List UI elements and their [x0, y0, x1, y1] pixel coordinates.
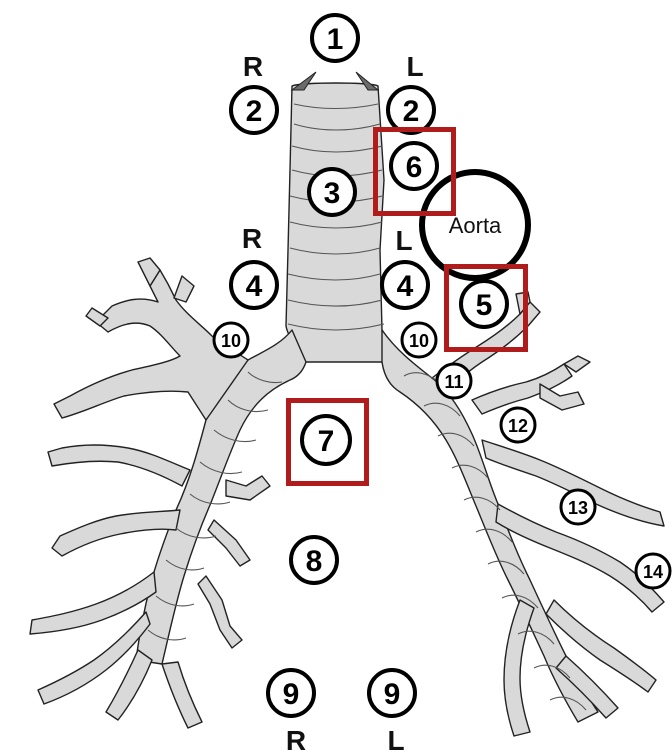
station-9r: 9: [268, 670, 314, 716]
station-14: 14: [636, 554, 670, 588]
station-10r-label: 10: [221, 331, 241, 351]
station-7-label: 7: [318, 425, 335, 458]
aorta-label: Aorta: [449, 213, 502, 238]
station-10l-label: 10: [409, 331, 429, 351]
station-12: 12: [501, 408, 535, 442]
station-8: 8: [291, 537, 337, 583]
station-2r: 2: [231, 87, 277, 133]
station-3-label: 3: [324, 177, 341, 210]
side-label-r-top: R: [243, 51, 263, 82]
station-4l: 4: [382, 262, 428, 308]
station-11-label: 11: [444, 372, 463, 392]
station-4l-label: 4: [397, 270, 414, 303]
station-6: 6: [391, 143, 437, 189]
station-9l: 9: [369, 670, 415, 716]
station-2l-label: 2: [403, 95, 420, 128]
station-9r-label: 9: [283, 678, 300, 711]
side-label-l-mid: L: [395, 225, 412, 256]
station-4r: 4: [231, 262, 277, 308]
station-4r-label: 4: [246, 270, 263, 303]
station-2l: 2: [388, 87, 434, 133]
station-5-label: 5: [476, 289, 493, 322]
station-6-label: 6: [406, 151, 423, 184]
station-2r-label: 2: [246, 95, 263, 128]
station-1-label: 1: [327, 23, 344, 56]
station-13: 13: [561, 490, 595, 524]
side-label-r-bottom: R: [286, 725, 306, 752]
station-3: 3: [309, 169, 355, 215]
station-9l-label: 9: [384, 678, 401, 711]
station-10l: 10: [402, 323, 436, 357]
side-label-l-top: L: [406, 51, 423, 82]
station-12-label: 12: [508, 416, 528, 436]
side-label-l-bottom: L: [387, 725, 404, 752]
station-7: 7: [302, 416, 350, 464]
station-14-label: 14: [643, 562, 663, 582]
station-13-label: 13: [568, 498, 588, 518]
station-1: 1: [312, 15, 358, 61]
aorta: Aorta: [422, 172, 528, 278]
station-8-label: 8: [306, 545, 323, 578]
station-5: 5: [461, 281, 507, 327]
station-10r: 10: [214, 323, 248, 357]
station-11: 11: [437, 364, 471, 398]
side-label-r-mid: R: [242, 223, 262, 254]
left-lingula-branches: [482, 440, 664, 612]
